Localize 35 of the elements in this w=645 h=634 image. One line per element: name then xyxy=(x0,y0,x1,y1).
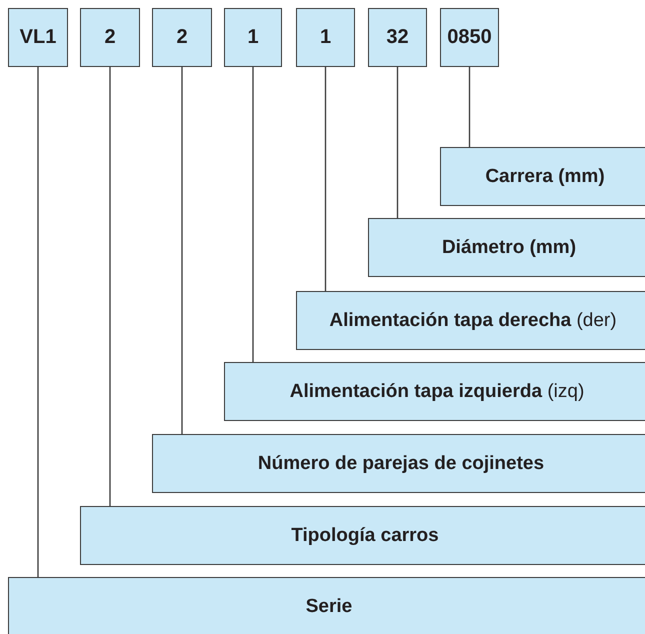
description-box xyxy=(80,506,645,565)
code-value: 1 xyxy=(320,26,332,49)
code-value: 32 xyxy=(386,26,409,49)
description-box xyxy=(368,218,645,277)
description-box xyxy=(224,362,645,421)
code-box xyxy=(440,8,499,67)
description-box xyxy=(440,147,645,206)
code-box xyxy=(80,8,140,67)
field-description: Tipología carros xyxy=(291,524,439,546)
field-description: Alimentación tapa derecha (der) xyxy=(329,310,617,332)
field-description: Alimentación tapa izquierda (izq) xyxy=(290,380,584,402)
field-description: Serie xyxy=(306,596,352,618)
code-value: 2 xyxy=(176,26,188,49)
description-box xyxy=(8,577,645,634)
leader-line xyxy=(37,67,39,577)
field-description: Carrera (mm) xyxy=(485,166,605,188)
code-box xyxy=(152,8,212,67)
code-box xyxy=(296,8,355,67)
leader-line xyxy=(109,67,111,506)
description-box xyxy=(152,434,645,493)
code-box xyxy=(368,8,427,67)
leader-line xyxy=(468,67,470,147)
leader-line xyxy=(324,67,326,291)
code-box xyxy=(224,8,282,67)
code-value: VL1 xyxy=(20,26,56,49)
code-value: 2 xyxy=(104,26,116,49)
leader-line xyxy=(181,67,183,434)
leader-line xyxy=(396,67,398,218)
field-description: Número de parejas de cojinetes xyxy=(258,452,544,474)
leader-line xyxy=(252,67,254,362)
field-description: Diámetro (mm) xyxy=(442,236,576,258)
description-box xyxy=(296,291,645,350)
code-value: 0850 xyxy=(447,26,492,49)
code-box xyxy=(8,8,68,67)
code-value: 1 xyxy=(247,26,259,49)
